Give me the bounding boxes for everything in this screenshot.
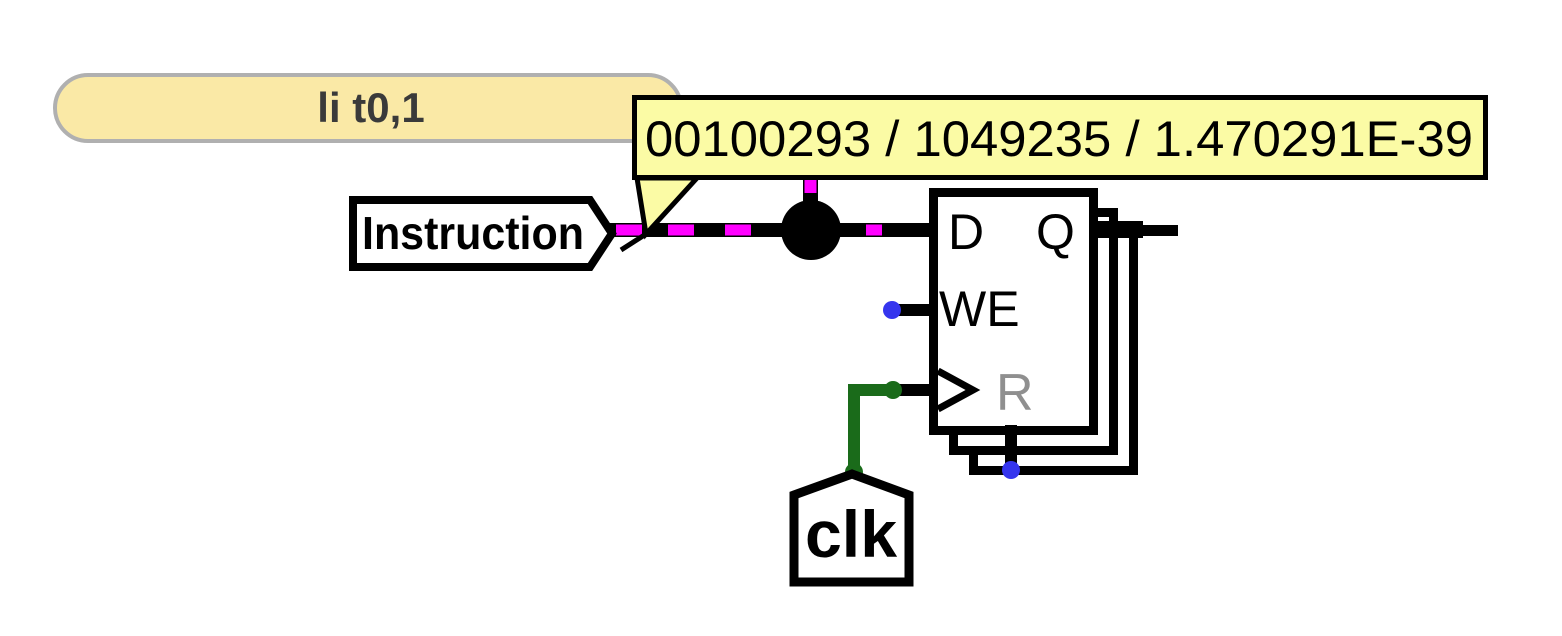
- bus-junction-dot[interactable]: [781, 200, 841, 260]
- register-q-label: Q: [1036, 204, 1075, 260]
- q-output-wire[interactable]: [1140, 225, 1178, 236]
- bus-dash-1: [616, 224, 642, 236]
- bus-dash-4: [866, 224, 882, 236]
- register-d-label: D: [948, 204, 984, 260]
- bus-dash-2: [668, 224, 694, 236]
- clk-input-label: clk: [805, 497, 897, 571]
- clk-wire-junction-dot: [884, 381, 902, 399]
- clock-chevron-icon: [936, 367, 981, 413]
- asm-instruction-pill: [55, 75, 681, 141]
- tooltip-pointer-tip: [619, 231, 648, 253]
- tooltip-value-text: 00100293 / 1049235 / 1.470291E-39: [645, 111, 1473, 167]
- we-low-dot: [883, 301, 901, 319]
- clock-input-wire: [898, 384, 938, 396]
- reset-wire: [1005, 425, 1017, 472]
- register-reset-label: R: [996, 364, 1034, 422]
- reset-low-dot: [1002, 461, 1020, 479]
- tooltip-box: [632, 95, 1488, 180]
- bus-dash-3: [725, 224, 751, 236]
- asm-instruction-label: li t0,1: [317, 84, 424, 131]
- q-output-wire-thick: [1094, 221, 1143, 238]
- we-wire: [896, 304, 936, 316]
- clk-input-box[interactable]: [789, 469, 914, 587]
- clk-wire-vertical: [848, 384, 860, 474]
- instruction-port-shape[interactable]: [349, 196, 617, 271]
- probe-stub-dash: [804, 180, 817, 193]
- register-we-label: WE: [939, 281, 1020, 337]
- instruction-port-label: Instruction: [362, 207, 584, 259]
